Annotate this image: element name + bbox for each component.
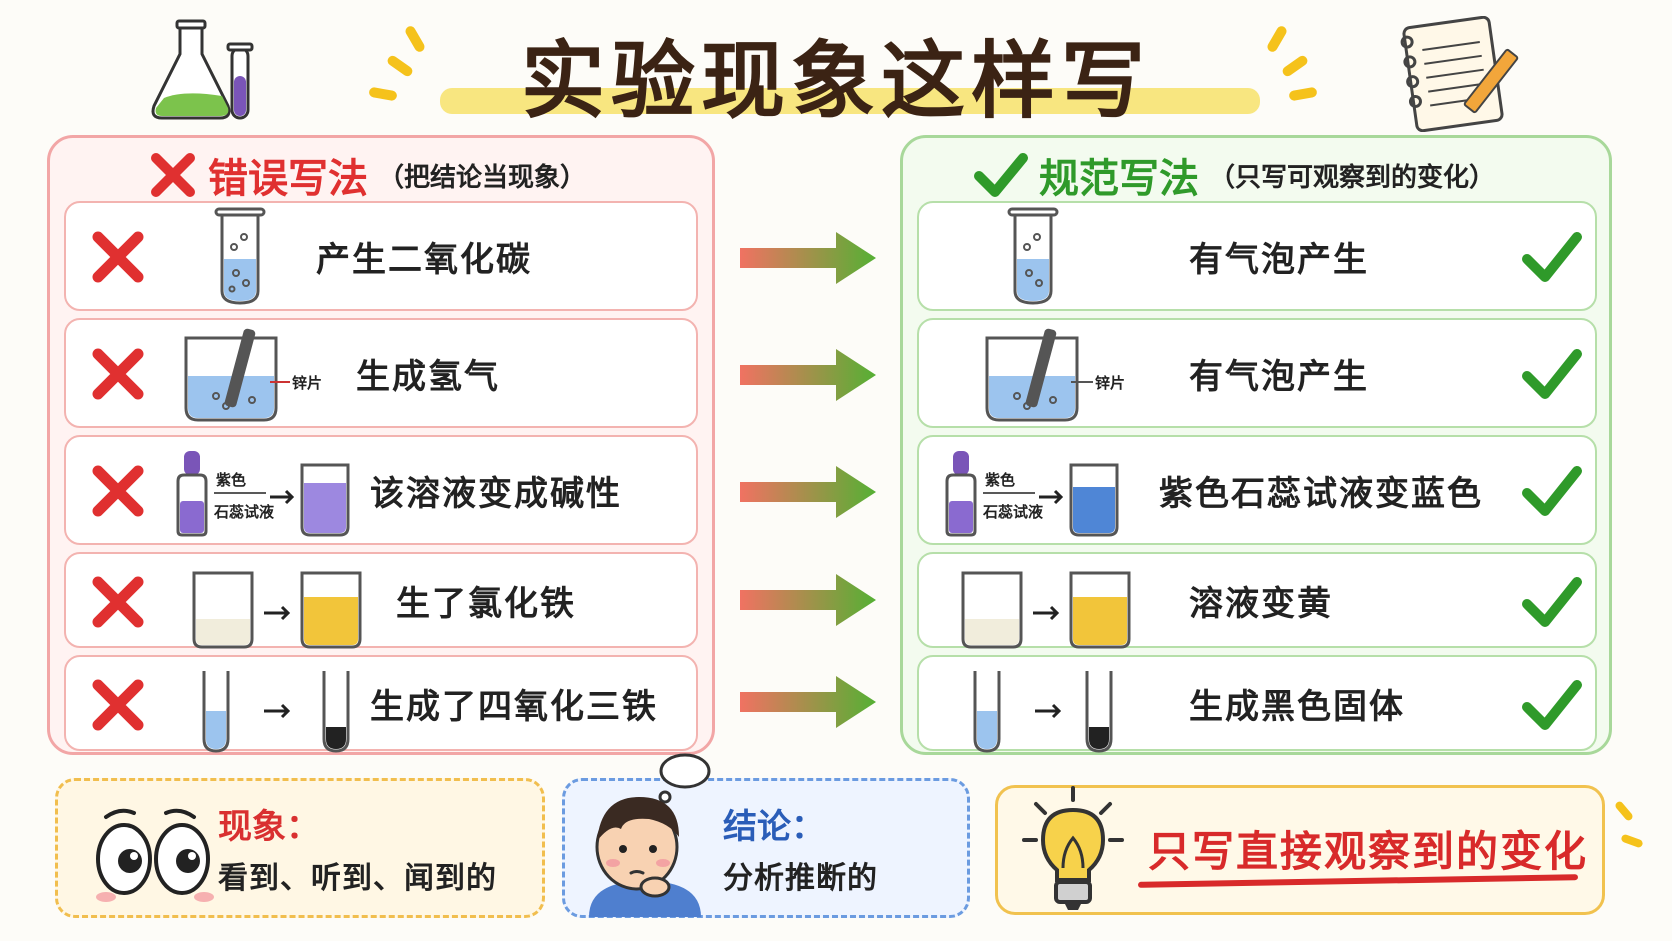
test-tube-icon xyxy=(214,207,266,305)
right-row: 生成黑色固体 xyxy=(917,655,1597,753)
beaker-zinc-icon: 锌片 xyxy=(184,328,322,422)
right-heading: 规范写法 xyxy=(1039,156,1199,202)
litmus-label-top: 紫色 xyxy=(985,471,1015,489)
tip-box: 只写直接观察到的变化 xyxy=(995,785,1605,915)
test-tube-black-icon xyxy=(973,671,1113,753)
conclusion-box: 结论： 分析推断的 xyxy=(562,753,970,918)
check-icon xyxy=(974,153,1028,197)
phenomenon-text: 看到、听到、闻到的 xyxy=(218,861,497,896)
check-icon xyxy=(1522,577,1582,627)
check-icon xyxy=(1522,680,1582,730)
wrong-row-text: 生成了四氧化三铁 xyxy=(370,686,658,727)
right-row: 有气泡产生 xyxy=(917,201,1597,311)
tip-text: 只写直接观察到的变化 xyxy=(1148,827,1589,876)
arrow-icon xyxy=(740,349,876,401)
right-row-text: 有气泡产生 xyxy=(1189,239,1369,280)
wrong-subheading: （把结论当现象） xyxy=(378,162,587,193)
zinc-label: 锌片 xyxy=(292,374,322,392)
check-icon xyxy=(1522,232,1582,282)
check-icon xyxy=(1522,349,1582,399)
title-highlight xyxy=(440,88,1260,114)
right-row: 紫色 石蕊试液 紫色石蕊试液变蓝色 xyxy=(917,435,1597,545)
wrong-heading: 错误写法 xyxy=(208,156,368,202)
right-row: 溶液变黄 xyxy=(917,552,1597,649)
arrow-icon xyxy=(740,574,876,626)
wrong-row-text: 产生二氧化碳 xyxy=(316,239,532,280)
cross-icon xyxy=(92,465,144,517)
title-area: 实验现象这样写 xyxy=(0,10,1672,130)
beaker-zinc-icon: 锌片 xyxy=(985,328,1125,422)
wrong-header: 错误写法 （把结论当现象） xyxy=(148,146,586,204)
conclusion-text: 分析推断的 xyxy=(723,861,878,896)
cross-icon xyxy=(151,153,195,197)
litmus-bottle-icon: 紫色 石蕊试液 xyxy=(176,451,350,537)
eyes-icon xyxy=(96,808,214,902)
arrow-icon xyxy=(740,466,876,518)
wrong-panel: 错误写法 （把结论当现象） 产生二氧化碳 锌片 生成氢气 xyxy=(47,135,715,755)
litmus-label-top: 紫色 xyxy=(216,471,246,489)
wrong-row: 生成了四氧化三铁 xyxy=(64,655,698,753)
flask-icon xyxy=(151,19,254,120)
test-tube-black-icon xyxy=(202,671,350,753)
litmus-label-bottom: 石蕊试液 xyxy=(982,503,1044,521)
conclusion-title: 结论： xyxy=(723,807,825,847)
right-row-text: 溶液变黄 xyxy=(1189,583,1333,624)
wrong-row-text: 生成氢气 xyxy=(356,356,500,397)
arrow-icon xyxy=(740,676,876,728)
page-title: 实验现象这样写 xyxy=(520,32,1151,130)
wrong-row: 生了氯化铁 xyxy=(64,552,698,649)
check-icon xyxy=(1522,466,1582,516)
cross-icon xyxy=(92,231,144,283)
litmus-bottle-icon: 紫色 石蕊试液 xyxy=(945,451,1119,537)
wrong-row: 锌片 生成氢气 xyxy=(64,318,698,428)
wrong-row-text: 生了氯化铁 xyxy=(396,583,576,624)
right-row-text: 生成黑色固体 xyxy=(1189,686,1405,727)
phenomenon-box: 现象： 看到、听到、闻到的 xyxy=(55,778,545,918)
phenomenon-title: 现象： xyxy=(218,807,320,847)
lightbulb-icon xyxy=(1022,786,1124,910)
test-tube-icon xyxy=(1007,207,1059,305)
right-panel: 规范写法 （只写可观察到的变化） 有气泡产生 锌片 有气泡产生 xyxy=(900,135,1612,755)
cross-icon xyxy=(92,348,144,400)
zinc-label: 锌片 xyxy=(1095,374,1125,392)
right-row-text: 紫色石蕊试液变蓝色 xyxy=(1159,473,1483,514)
right-subheading: （只写可观察到的变化） xyxy=(1209,162,1496,193)
right-row: 锌片 有气泡产生 xyxy=(917,318,1597,428)
wrong-row: 紫色 石蕊试液 该溶液变成碱性 xyxy=(64,435,698,545)
boy-thinking-icon xyxy=(589,753,711,917)
notebook-icon xyxy=(1400,16,1519,132)
right-row-text: 有气泡产生 xyxy=(1189,356,1369,397)
litmus-label-bottom: 石蕊试液 xyxy=(213,503,275,521)
arrow-icon xyxy=(740,232,876,284)
beaker-yellow-icon xyxy=(961,571,1131,649)
cross-icon xyxy=(92,679,144,731)
beaker-yellow-icon xyxy=(192,571,362,649)
wrong-row-text: 该溶液变成碱性 xyxy=(370,473,622,514)
pencil-icon xyxy=(1463,48,1519,114)
wrong-row: 产生二氧化碳 xyxy=(64,201,698,311)
right-header: 规范写法 （只写可观察到的变化） xyxy=(973,146,1495,204)
cross-icon xyxy=(92,576,144,628)
